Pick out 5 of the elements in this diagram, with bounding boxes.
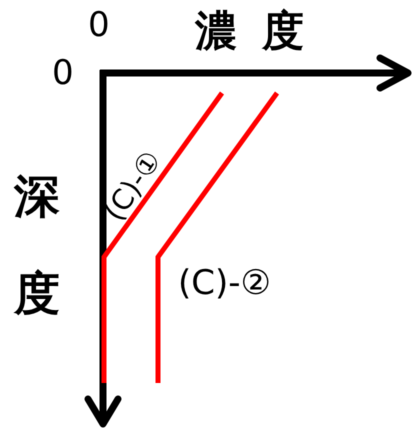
axis-title: 深度 xyxy=(14,168,61,322)
axis-origin-label: 0 xyxy=(52,56,74,90)
line-label: (C)-② xyxy=(178,266,272,300)
axis-origin-label: 0 xyxy=(88,8,110,42)
axis-title: 濃度 xyxy=(195,10,330,52)
